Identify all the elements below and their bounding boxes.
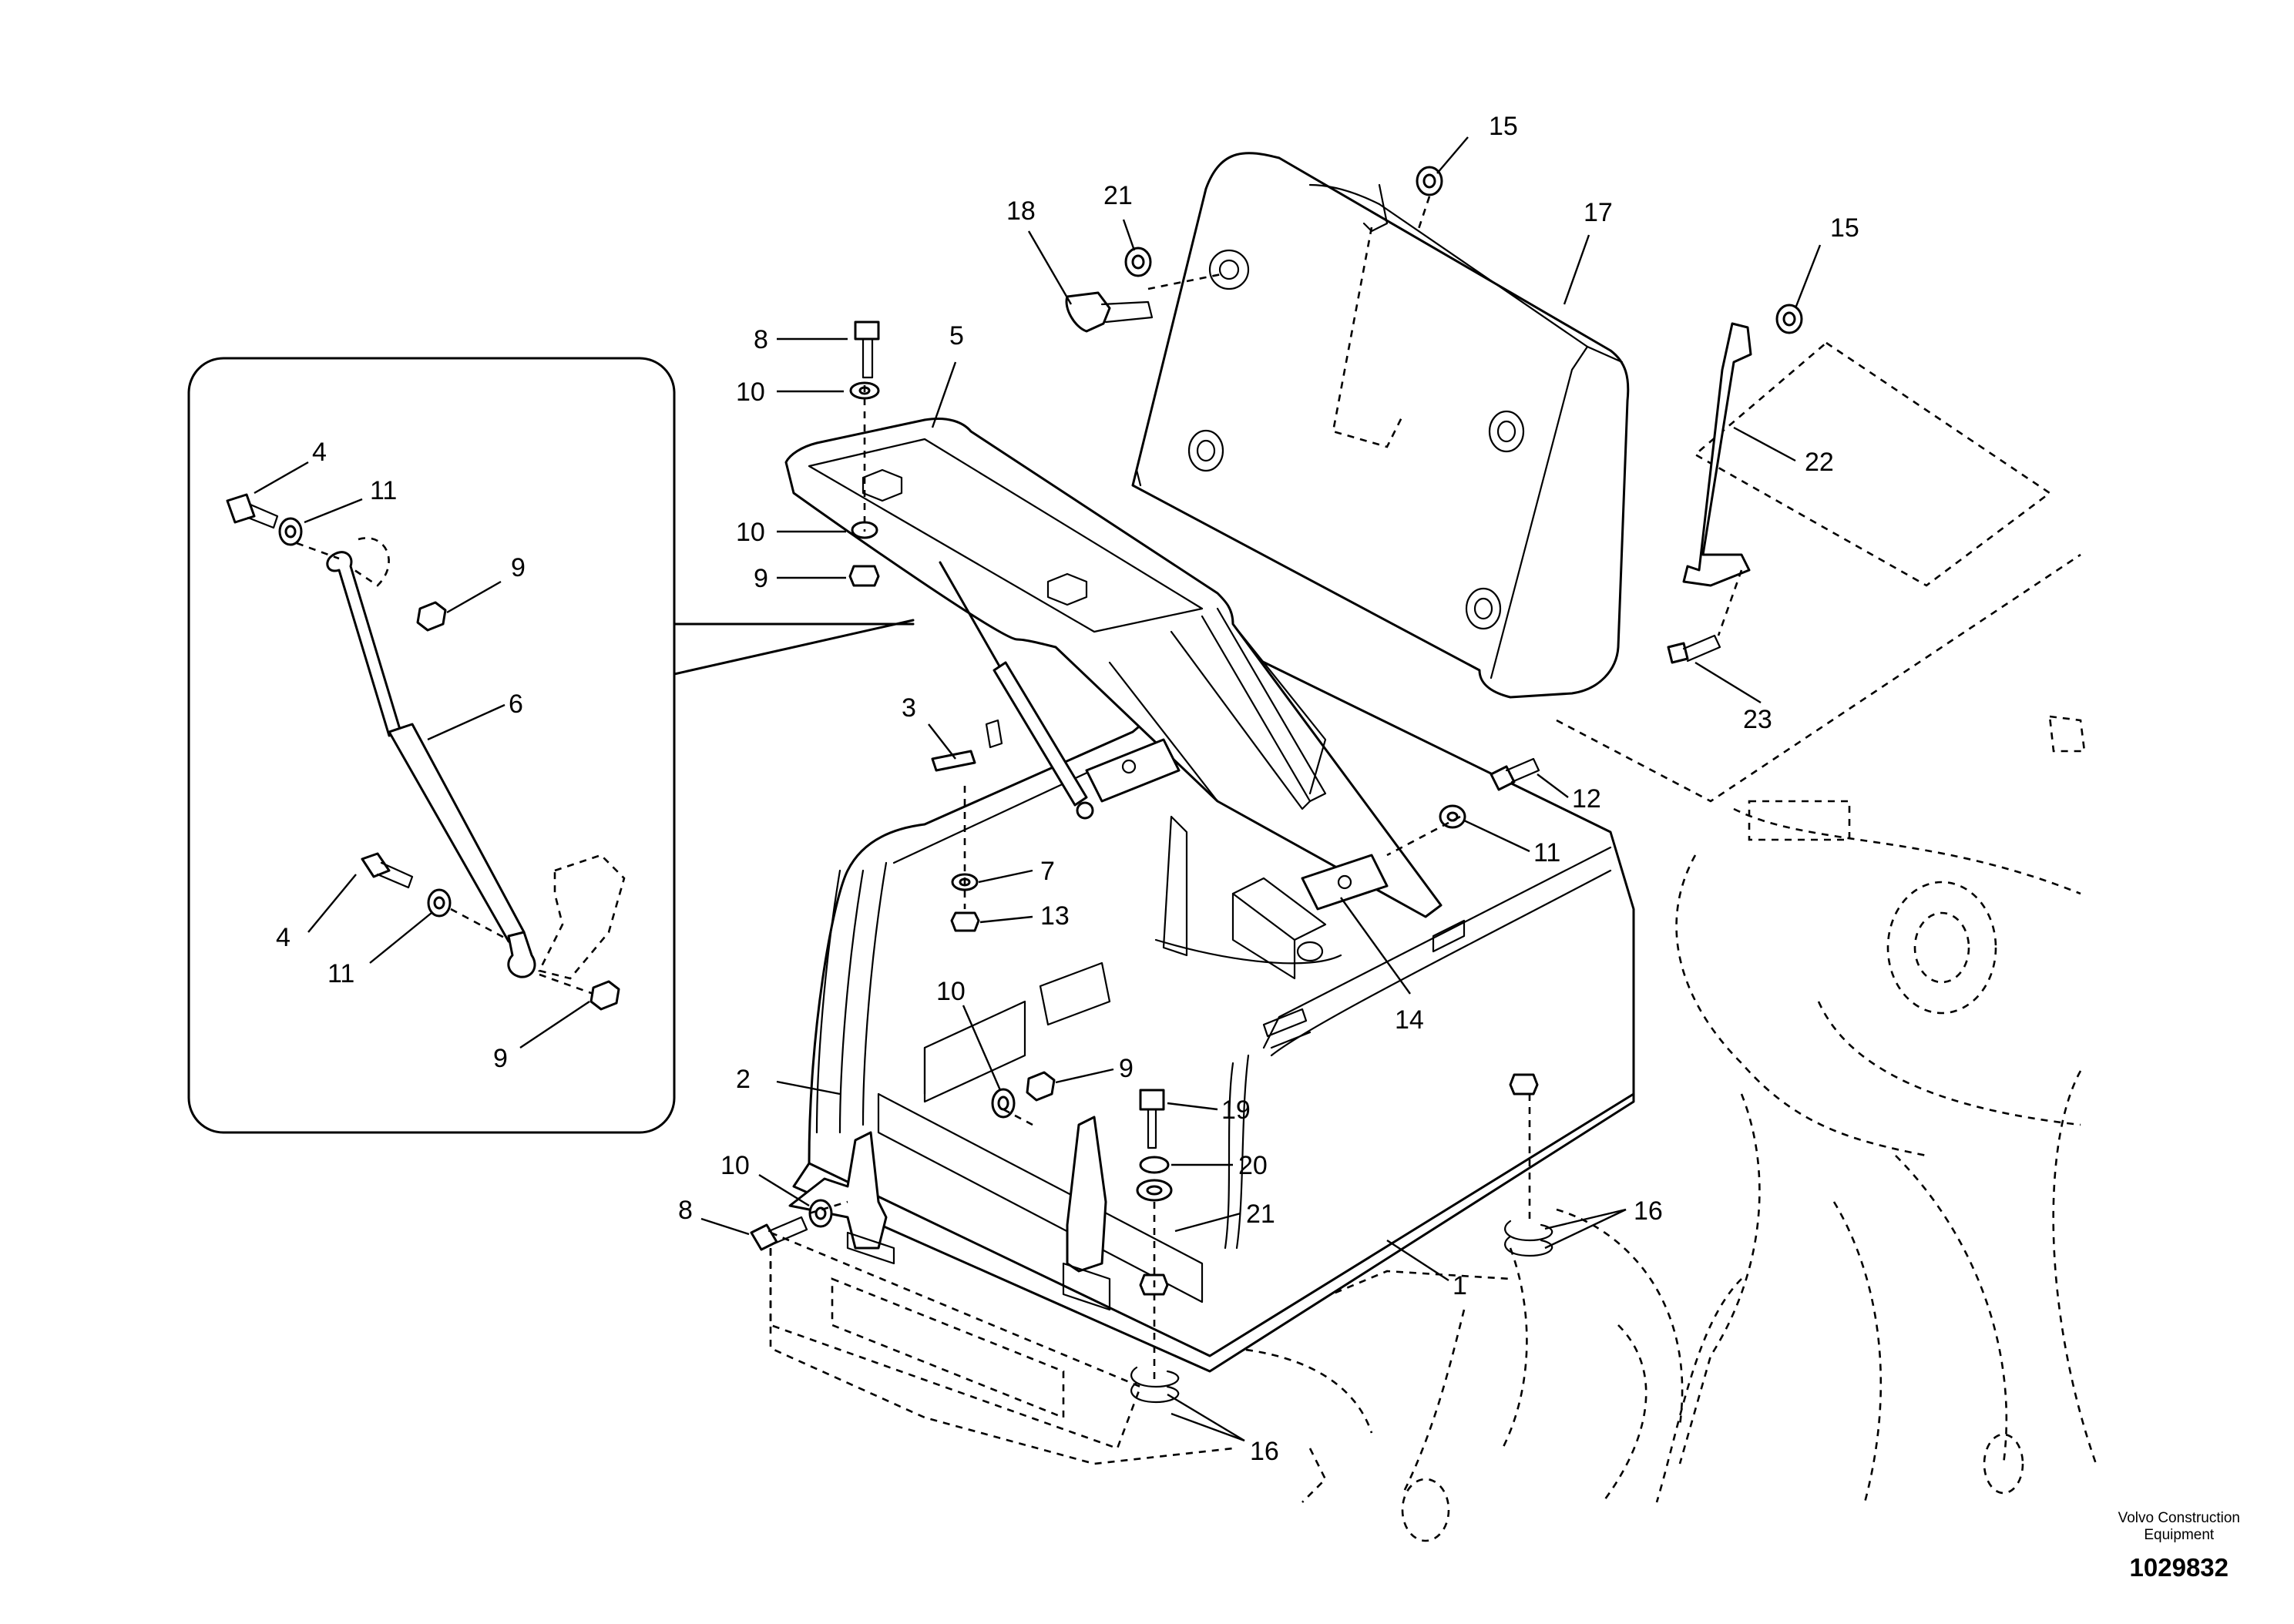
callout-13: 13 [1040,901,1070,931]
callout-1: 1 [1453,1271,1467,1300]
publisher-name-line1: Volvo Construction [2118,1510,2240,1526]
publisher-name-line2: Equipment [2144,1527,2215,1543]
callout-17: 17 [1584,198,1613,227]
latch-2 [788,1116,1111,1311]
callout-21-top: 21 [1103,181,1133,210]
callout-labels: 15 21 18 17 15 8 5 10 22 4 11 10 9 9 23 … [276,112,1859,1466]
callout-6: 6 [509,690,523,719]
callout-21-bottom: 21 [1246,1200,1275,1229]
callout-2: 2 [736,1065,751,1094]
callout-11-right: 11 [1533,838,1560,867]
callout-9-mid: 9 [754,564,768,593]
callout-10-bottom: 10 [720,1151,750,1180]
callout-11-inset-top: 11 [370,476,397,505]
callout-10-top: 10 [736,377,765,407]
drawing-number: 1029832 [2129,1553,2229,1582]
callout-15-top: 15 [1489,112,1518,141]
publisher-block: Volvo Construction Equipment 1029832 [2118,1510,2240,1582]
callout-10-mid: 10 [736,518,765,547]
callout-14: 14 [1395,1005,1424,1035]
callout-7: 7 [1040,857,1055,886]
callout-19: 19 [1221,1096,1251,1125]
callout-10-box: 10 [936,977,966,1006]
callout-15-right: 15 [1830,213,1859,243]
lid-5 [784,417,1443,918]
callout-4-inset-bottom: 4 [276,923,291,952]
callout-9-inset-bottom: 9 [493,1044,508,1073]
hinge-14 [1085,738,1389,911]
callout-16-right: 16 [1634,1196,1663,1226]
callout-22: 22 [1805,448,1834,477]
callout-8-bottom: 8 [678,1196,693,1225]
bracket-22 [1682,322,1752,587]
callout-8-top: 8 [754,325,768,354]
callout-23: 23 [1743,705,1772,734]
detail-inset [187,357,915,1134]
callout-18: 18 [1006,196,1036,226]
callout-4-inset-top: 4 [312,438,327,467]
assembly-paths [808,196,1743,1379]
callout-9-inset-top: 9 [511,553,526,582]
seat-cushion-17 [1131,152,1630,699]
gas-strut-6 [939,561,1094,820]
callout-16-bottom: 16 [1250,1437,1279,1466]
callout-5: 5 [949,321,964,351]
callout-20: 20 [1238,1151,1268,1180]
storage-box-1 [792,646,1635,1373]
callout-9-box: 9 [1119,1054,1134,1083]
callout-11-inset-bottom: 11 [327,959,354,988]
leader-lines [254,136,1822,1442]
callout-3: 3 [902,693,916,723]
callout-12: 12 [1572,784,1601,814]
